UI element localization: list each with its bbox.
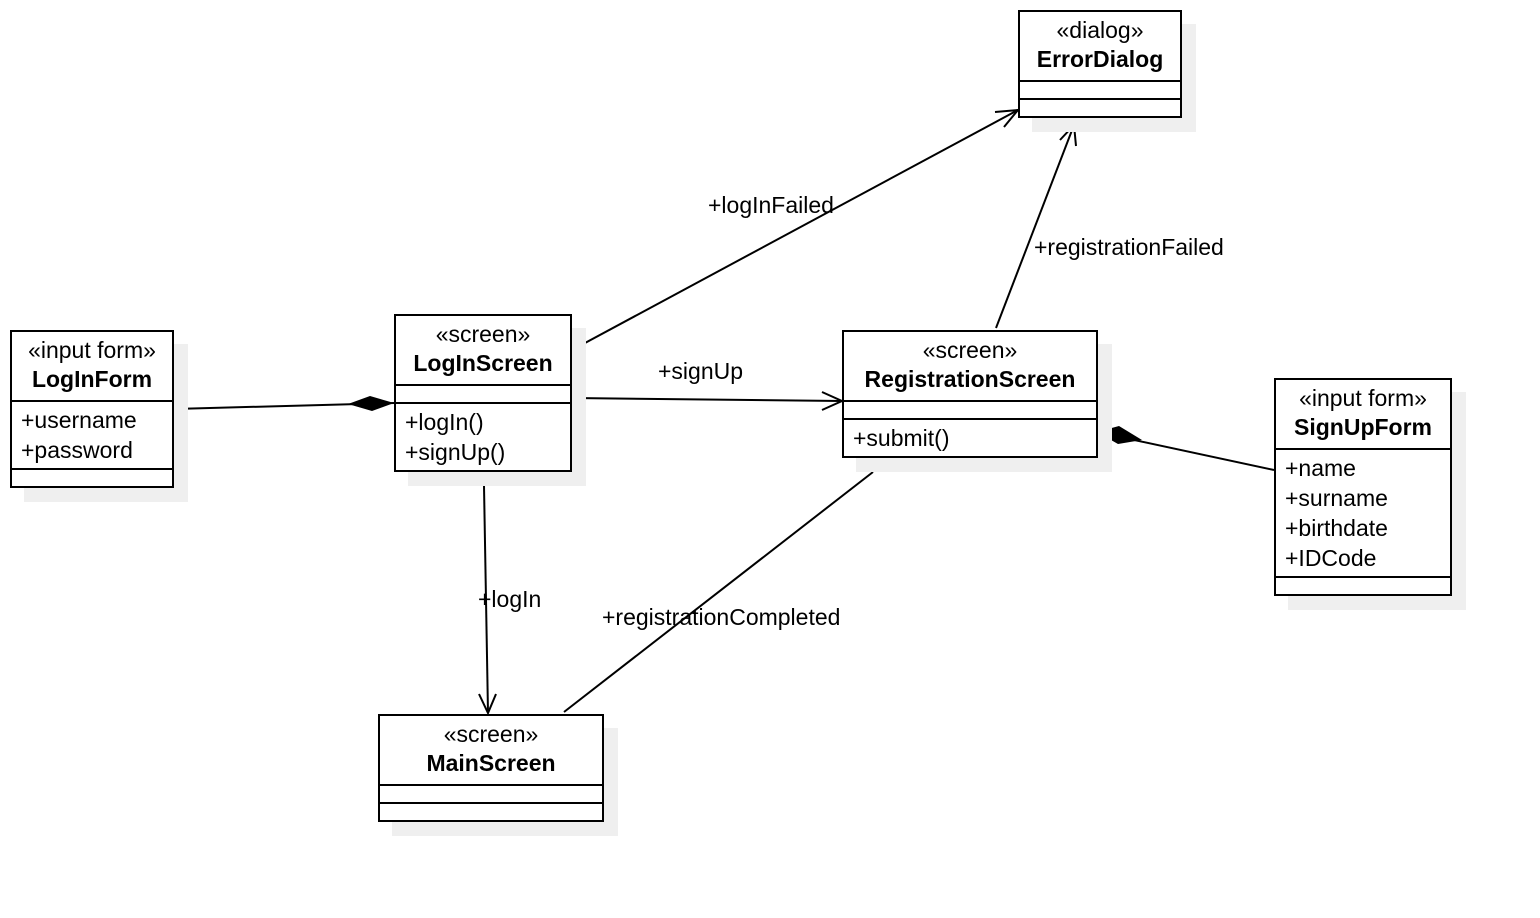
attribute-item: +name — [1285, 455, 1356, 481]
association-logInFailed — [571, 109, 1019, 351]
class-name: MainScreen — [426, 750, 556, 776]
stereotype-label: «input form» — [28, 337, 156, 363]
class-name: ErrorDialog — [1036, 46, 1164, 72]
arrow-head-icon — [1059, 122, 1077, 147]
class-main-screen[interactable]: «screen» MainScreen — [378, 714, 604, 822]
stereotype-label: «screen» — [435, 321, 531, 347]
class-login-form[interactable]: «input form» LogInForm +username +passwo… — [10, 330, 174, 488]
class-name: RegistrationScreen — [864, 366, 1076, 392]
class-header: «screen» LogInScreen — [396, 316, 570, 386]
attribute-item: +surname — [1285, 485, 1388, 511]
class-name: SignUpForm — [1294, 414, 1432, 440]
attributes-section — [396, 386, 570, 404]
attributes-section — [380, 786, 602, 804]
attribute-item: +password — [21, 437, 133, 463]
operations-section — [1020, 100, 1180, 116]
association-logIn — [483, 485, 489, 714]
operations-section: +submit() — [844, 420, 1096, 456]
relation-label-sign-up: +signUp — [658, 358, 744, 384]
arrow-head-icon — [478, 693, 497, 716]
class-registration-screen[interactable]: «screen» RegistrationScreen +submit() — [842, 330, 1098, 458]
class-name: LogInScreen — [413, 350, 553, 376]
attribute-item: +birthdate — [1285, 515, 1388, 541]
attributes-section: +name +surname +birthdate +IDCode — [1276, 450, 1450, 578]
attribute-item: +IDCode — [1285, 545, 1377, 571]
relation-label-login-failed: +logInFailed — [708, 192, 834, 218]
class-header: «dialog» ErrorDialog — [1020, 12, 1180, 82]
relation-label-log-in: +logIn — [478, 586, 542, 612]
operations-section — [1276, 578, 1450, 594]
class-header: «input form» LogInForm — [12, 332, 172, 402]
operations-section — [380, 804, 602, 820]
stereotype-label: «dialog» — [1056, 17, 1144, 43]
class-name: LogInForm — [31, 366, 153, 392]
class-error-dialog[interactable]: «dialog» ErrorDialog — [1018, 10, 1182, 118]
class-login-screen[interactable]: «screen» LogInScreen +logIn() +signUp() — [394, 314, 572, 472]
class-header: «screen» MainScreen — [380, 716, 602, 786]
operations-section: +logIn() +signUp() — [396, 404, 570, 470]
stereotype-label: «screen» — [443, 721, 539, 747]
operation-item: +submit() — [853, 425, 950, 451]
composition-diamond-icon — [348, 396, 394, 411]
operation-item: +logIn() — [405, 409, 484, 435]
attribute-item: +username — [21, 407, 137, 433]
stereotype-label: «screen» — [922, 337, 1018, 363]
class-header: «screen» RegistrationScreen — [844, 332, 1096, 402]
composition-diamond-icon — [1097, 426, 1142, 444]
association-signUp — [571, 397, 843, 402]
class-header: «input form» SignUpForm — [1276, 380, 1450, 450]
stereotype-label: «input form» — [1299, 385, 1427, 411]
operation-item: +signUp() — [405, 439, 506, 465]
association-registrationFailed — [995, 124, 1075, 329]
attributes-section: +username +password — [12, 402, 172, 470]
class-signup-form[interactable]: «input form» SignUpForm +name +surname +… — [1274, 378, 1452, 596]
relation-label-registration-completed: +registrationCompleted — [602, 604, 841, 630]
attributes-section — [844, 402, 1096, 420]
attributes-section — [1020, 82, 1180, 100]
operations-section — [12, 470, 172, 486]
association-registrationCompleted — [563, 471, 874, 713]
relation-label-registration-failed: +registrationFailed — [1034, 234, 1224, 260]
